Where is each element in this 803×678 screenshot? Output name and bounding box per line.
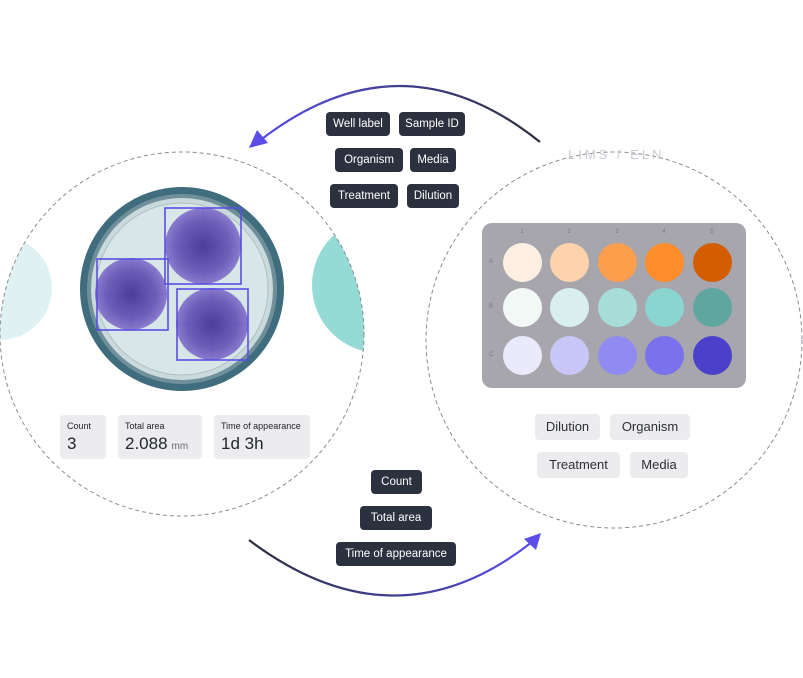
- plate-well: [693, 288, 732, 327]
- plate-well: [598, 336, 637, 375]
- plate-well: [598, 243, 637, 282]
- plate-column-label: 3: [615, 229, 619, 235]
- metric-time-card: Time of appearance 1d 3h: [214, 415, 310, 459]
- bottom-arrow-head: [524, 533, 541, 550]
- petri-analysis-circle: [0, 151, 365, 517]
- metric-total-area-label: Total area: [125, 421, 165, 431]
- plate-well: [645, 336, 684, 375]
- tag-media: Media: [410, 148, 456, 172]
- metric-count-value: 3: [67, 434, 77, 453]
- plate-column-label: 2: [567, 229, 571, 235]
- plate-well: [645, 288, 684, 327]
- plate-column-label: 5: [710, 229, 714, 235]
- chip-treatment: Treatment: [537, 452, 620, 478]
- chip-media: Media: [630, 452, 688, 478]
- top-flow-arrow: [257, 85, 541, 143]
- colony-1: [165, 208, 241, 284]
- plate-column-label: 4: [662, 229, 666, 235]
- plate-column-label: 1: [520, 229, 524, 235]
- plate-row-label: A: [489, 259, 494, 265]
- tag-treatment: Treatment: [330, 184, 398, 208]
- bottom-flow-arrow: [248, 539, 533, 597]
- detection-box-2: [96, 258, 169, 331]
- chip-dilution: Dilution: [535, 414, 600, 440]
- colony-2: [95, 258, 167, 330]
- plate-well: [598, 288, 637, 327]
- detection-box-1: [164, 207, 242, 285]
- tag-well-label: Well label: [326, 112, 390, 136]
- plate-well: [645, 243, 684, 282]
- plate-row-label: B: [489, 304, 494, 310]
- plate-well: [550, 243, 589, 282]
- plate-row-label: C: [489, 352, 494, 358]
- plate-well: [693, 243, 732, 282]
- lims-circle: [425, 151, 803, 529]
- plate-well: [550, 288, 589, 327]
- metric-count-label: Count: [67, 421, 92, 431]
- teal-left-decor: [0, 236, 52, 340]
- top-arrow-head: [249, 130, 268, 148]
- plate-well: [503, 336, 542, 375]
- petri-dish: [80, 187, 284, 391]
- lims-eln-label: LIMS / ELN: [568, 147, 665, 162]
- tag-count: Count: [371, 470, 422, 494]
- metric-time-label: Time of appearance: [221, 421, 301, 431]
- metric-count-card: Count 3: [60, 415, 106, 459]
- plate-well: [503, 243, 542, 282]
- chip-organism: Organism: [610, 414, 690, 440]
- tag-organism: Organism: [335, 148, 403, 172]
- colony-3: [176, 288, 248, 360]
- tag-sample-id: Sample ID: [399, 112, 465, 136]
- plate-well: [693, 336, 732, 375]
- tag-total-area: Total area: [360, 506, 432, 530]
- tag-time-of-appearance: Time of appearance: [336, 542, 456, 566]
- plate-well: [503, 288, 542, 327]
- metric-time-value: 1d 3h: [221, 434, 264, 453]
- tag-dilution: Dilution: [407, 184, 459, 208]
- plate-well: [550, 336, 589, 375]
- metric-total-area-unit: mm: [171, 441, 189, 452]
- detection-box-3: [176, 288, 249, 361]
- teal-right-decor: [312, 217, 364, 353]
- metric-total-area-value: 2.088: [125, 434, 168, 453]
